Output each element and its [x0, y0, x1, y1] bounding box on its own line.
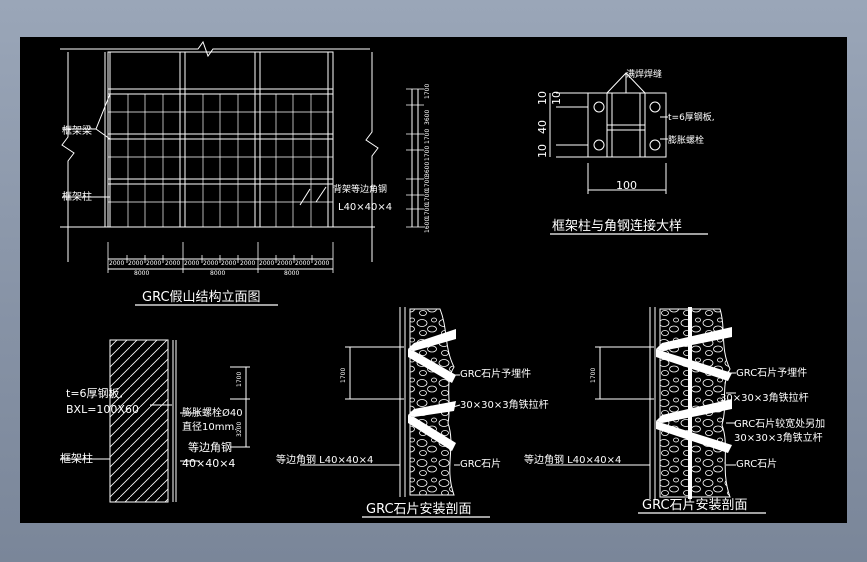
svg-text:1700: 1700 — [236, 372, 243, 387]
svg-text:2000: 2000 — [259, 260, 274, 267]
svg-text:3600: 3600 — [424, 162, 431, 177]
svg-text:1700: 1700 — [424, 129, 431, 144]
label-embed-b: GRC石片予埋件 — [736, 366, 807, 379]
elevation-texts: 框架梁 框架柱 背架等边角钢 L40×40×4 1700 3600 1700 1… — [62, 84, 431, 305]
title-section-b: GRC石片安装剖面 — [642, 498, 748, 513]
svg-text:1700: 1700 — [590, 368, 597, 383]
svg-text:1700: 1700 — [424, 146, 431, 161]
section-b-texts: GRC石片予埋件 30×30×3角铁拉杆 GRC石片较宽处另加 30×30×3角… — [524, 366, 825, 513]
label-rod-a: 30×30×3角铁拉杆 — [460, 398, 549, 411]
dims-bottom-large: 8000 8000 8000 — [134, 270, 299, 277]
label-frame-column: 框架柱 — [62, 190, 92, 203]
svg-text:8000: 8000 — [134, 270, 149, 277]
svg-text:2000: 2000 — [240, 260, 255, 267]
svg-text:2000: 2000 — [184, 260, 199, 267]
label-angle-a: 等边角钢 L40×40×4 — [276, 453, 373, 466]
column-section-drawing — [60, 339, 250, 503]
label-expansion-bolt: 膨胀螺栓 — [668, 134, 704, 146]
dims-bottom-small: 2000 2000 2000 2000 2000 2000 2000 2000 … — [109, 260, 329, 267]
svg-text:8000: 8000 — [284, 270, 299, 277]
label-bolt-diameter: 直径10mm. — [182, 420, 237, 433]
svg-text:1700: 1700 — [424, 176, 431, 191]
label-frame-column-section: 框架柱 — [60, 451, 93, 465]
connection-detail-texts: 满焊焊缝 t=6厚钢板, 膨胀螺栓 10 40 10 10 100 框架柱与角钢… — [536, 68, 715, 234]
label-full-weld: 满焊焊缝 — [626, 68, 662, 80]
section-a-drawing — [300, 307, 461, 497]
title-section-a: GRC石片安装剖面 — [366, 502, 472, 517]
label-angle-size: 40×40×4 — [182, 457, 235, 470]
label-frame-beam: 框架梁 — [62, 124, 92, 137]
label-embed-a: GRC石片予埋件 — [460, 367, 531, 380]
svg-text:10: 10 — [536, 144, 549, 158]
svg-text:1600: 1600 — [424, 218, 431, 233]
svg-text:2000: 2000 — [277, 260, 292, 267]
svg-text:2000: 2000 — [295, 260, 310, 267]
label-steel-plate: t=6厚钢板, — [668, 111, 715, 123]
label-angle-steel-2: L40×40×4 — [338, 202, 392, 213]
label-angle-b: 等边角钢 L40×40×4 — [524, 453, 621, 466]
svg-text:2000: 2000 — [109, 260, 124, 267]
label-stone-b: GRC石片 — [736, 457, 777, 470]
label-plate-size: BXL=100X60 — [66, 403, 139, 416]
dims-right: 1700 3600 1700 1700 3600 1700 1700 1700 … — [424, 84, 431, 233]
svg-text:2000: 2000 — [203, 260, 218, 267]
label-plate-thickness: t=6厚钢板, — [66, 386, 123, 400]
svg-text:2000: 2000 — [128, 260, 143, 267]
svg-text:3200: 3200 — [236, 422, 243, 437]
svg-text:10: 10 — [536, 91, 549, 105]
title-connection-detail: 框架柱与角钢连接大样 — [552, 218, 682, 234]
label-angle-steel-1: 背架等边角钢 — [333, 183, 387, 195]
label-bolt-spec: 膨胀螺栓Ø40 — [182, 406, 243, 419]
svg-text:1700: 1700 — [424, 204, 431, 219]
title-elevation: GRC假山结构立面图 — [142, 290, 261, 305]
label-angle-steel: 等边角钢 — [188, 440, 232, 454]
elevation-drawing — [60, 40, 424, 273]
connection-detail-drawing — [549, 72, 668, 194]
svg-text:3600: 3600 — [424, 110, 431, 125]
svg-text:10: 10 — [550, 91, 563, 105]
label-rod-b: 30×30×3角铁拉杆 — [720, 391, 809, 404]
svg-text:2000: 2000 — [165, 260, 180, 267]
svg-text:2000: 2000 — [146, 260, 161, 267]
svg-text:2000: 2000 — [314, 260, 329, 267]
label-extra-b-2: 30×30×3角铁立杆 — [734, 431, 823, 444]
label-stone-a: GRC石片 — [460, 457, 501, 470]
cad-drawing-canvas: 框架梁 框架柱 背架等边角钢 L40×40×4 1700 3600 1700 1… — [20, 37, 847, 523]
svg-text:2000: 2000 — [221, 260, 236, 267]
section-b-rods — [656, 327, 732, 453]
svg-text:1700: 1700 — [424, 84, 431, 99]
label-extra-b-1: GRC石片较宽处另加 — [734, 417, 825, 430]
section-a-rods — [408, 329, 456, 451]
svg-text:8000: 8000 — [210, 270, 225, 277]
dim-width-100: 100 — [616, 179, 637, 192]
section-a-texts: GRC石片予埋件 30×30×3角铁拉杆 等边角钢 L40×40×4 GRC石片… — [276, 367, 549, 517]
svg-text:1700: 1700 — [340, 368, 347, 383]
svg-text:40: 40 — [536, 120, 549, 134]
drawing-svg: 框架梁 框架柱 背架等边角钢 L40×40×4 1700 3600 1700 1… — [60, 40, 825, 518]
column-section-texts: t=6厚钢板, BXL=100X60 膨胀螺栓Ø40 直径10mm. 等边角钢 … — [60, 372, 243, 470]
svg-text:1700: 1700 — [424, 190, 431, 205]
